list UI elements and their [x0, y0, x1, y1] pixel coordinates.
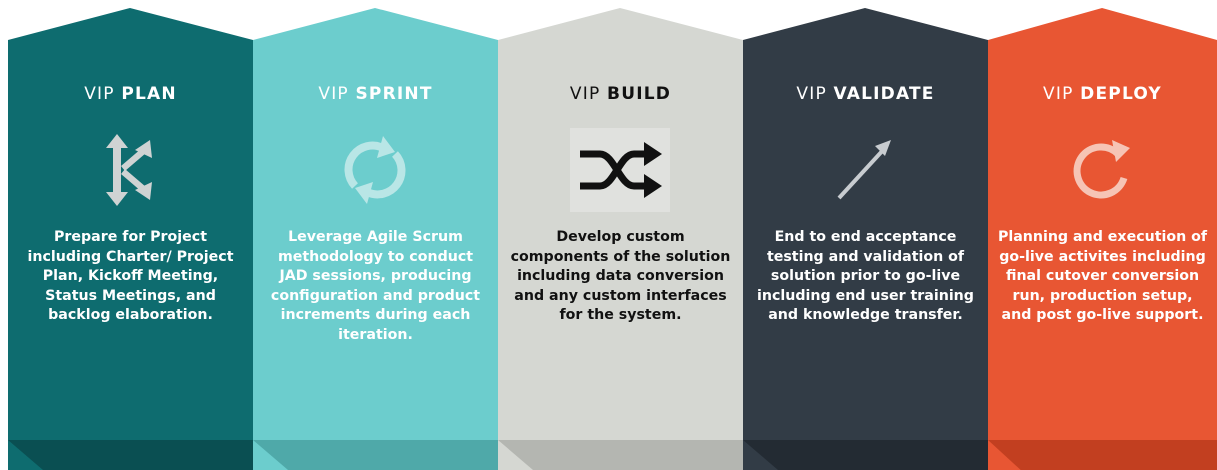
panel-plan-body — [8, 8, 253, 470]
panel-validate-fold — [743, 440, 988, 470]
panel-build-fold — [498, 440, 743, 470]
panel-plan-title: VIP PLAN — [8, 84, 253, 104]
panel-deploy-title: VIP DEPLOY — [988, 84, 1217, 104]
panel-deploy-body — [988, 8, 1217, 470]
panel-build-title: VIP BUILD — [498, 84, 743, 104]
panel-deploy: VIP DEPLOY Planning and execution of go-… — [988, 0, 1217, 470]
panel-plan-fold — [8, 440, 253, 470]
panel-build: VIP BUILD Develop custom components of t… — [498, 0, 743, 470]
panel-deploy-title-prefix: VIP — [1043, 84, 1074, 104]
panel-sprint-fold — [253, 440, 498, 470]
shuffle-icon — [570, 128, 670, 212]
panel-sprint-title-prefix: VIP — [318, 84, 349, 104]
panel-build-shape — [498, 8, 743, 470]
panel-build-description: Develop custom components of the solutio… — [510, 229, 731, 323]
panel-plan-shape — [8, 8, 253, 470]
panel-plan-title-strong: PLAN — [121, 84, 177, 104]
panel-validate-shape — [743, 8, 988, 470]
panel-build-title-prefix: VIP — [569, 84, 601, 104]
panel-build-title-strong: BUILD — [607, 84, 672, 104]
panel-sprint-title: VIP SPRINT — [253, 84, 498, 104]
panel-deploy-fold — [988, 440, 1217, 470]
refresh-icon — [1073, 140, 1130, 199]
panel-validate: VIP VALIDATE End to end acceptance testi… — [743, 0, 988, 470]
panel-deploy-shape — [988, 8, 1217, 470]
cycle-arrows-icon — [344, 136, 406, 204]
panel-validate-description: End to end acceptance testing and valida… — [757, 229, 974, 323]
panel-plan-description: Prepare for Project including Charter/ P… — [27, 229, 234, 323]
panel-sprint-shape — [253, 8, 498, 470]
panel-sprint-description: Leverage Agile Scrum methodology to cond… — [270, 229, 481, 343]
panel-plan-title-prefix: VIP — [84, 84, 115, 104]
diagonal-arrow-icon — [837, 140, 891, 200]
panel-sprint-title-strong: SPRINT — [355, 84, 433, 104]
branch-arrows-icon — [106, 134, 152, 206]
panel-plan: VIP PLAN Prepare for Project including C… — [8, 0, 253, 470]
panel-validate-title-strong: VALIDATE — [833, 84, 935, 104]
panel-validate-title: VIP VALIDATE — [743, 84, 988, 104]
panel-validate-body — [743, 8, 988, 470]
panel-sprint-body — [253, 8, 498, 470]
panel-sprint: VIP SPRINT Leverage Agile Scrum methodol… — [253, 0, 498, 470]
panel-validate-title-prefix: VIP — [796, 84, 827, 104]
panel-deploy-title-strong: DEPLOY — [1080, 84, 1162, 104]
panel-build-body — [498, 8, 743, 470]
panel-deploy-description: Planning and execution of go-live activi… — [997, 229, 1208, 323]
